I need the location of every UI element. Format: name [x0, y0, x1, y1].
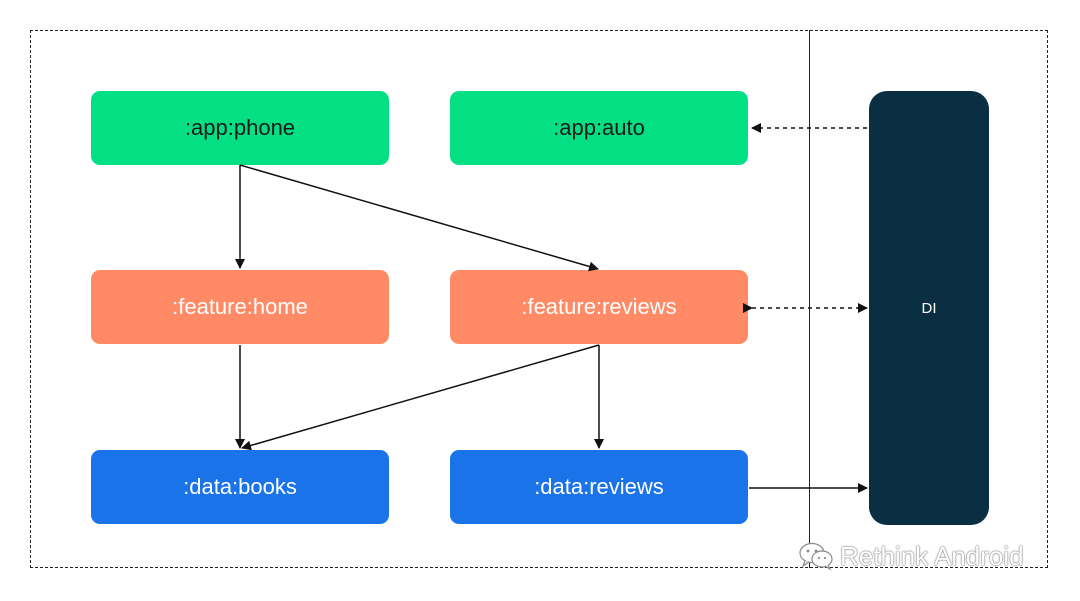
- node-feature-home: :feature:home: [91, 270, 389, 344]
- diagram-border: [30, 30, 1048, 568]
- watermark: Rethink Android: [798, 538, 1024, 574]
- node-app-phone: :app:phone: [91, 91, 389, 165]
- node-feature-reviews: :feature:reviews: [450, 270, 748, 344]
- watermark-text: Rethink Android: [840, 540, 1024, 571]
- di-divider-line: [809, 30, 810, 568]
- node-di: DI: [869, 91, 989, 525]
- wechat-icon: [799, 542, 833, 571]
- node-data-reviews: :data:reviews: [450, 450, 748, 524]
- node-app-auto: :app:auto: [450, 91, 748, 165]
- node-data-books: :data:books: [91, 450, 389, 524]
